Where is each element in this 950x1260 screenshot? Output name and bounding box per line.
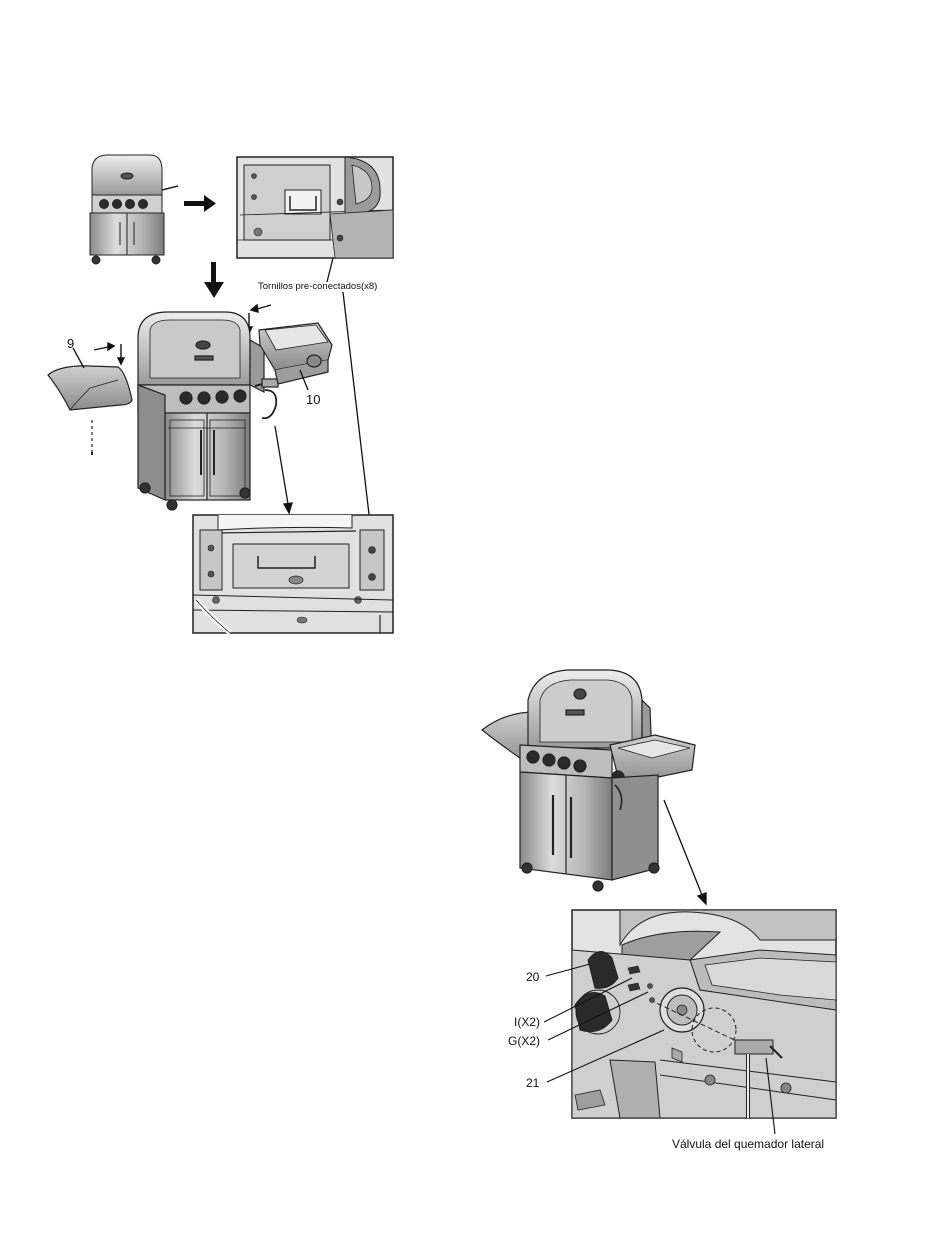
right-side-shelf (259, 323, 332, 384)
detail-top (237, 157, 393, 258)
part-21-label: 21 (526, 1076, 539, 1090)
detail-middle (193, 515, 393, 633)
part-g-label: G(X2) (508, 1034, 540, 1048)
assembled-leader (664, 800, 706, 904)
preconnected-screws-label: Tornillos pre-conectados(x8) (258, 281, 377, 292)
part-10-label: 10 (306, 392, 320, 407)
part-20-label: 20 (526, 970, 539, 984)
detail-bottom (572, 910, 836, 1118)
thumbnail-grill-body (90, 155, 178, 264)
part-9-label: 9 (67, 336, 74, 351)
assembled-grill (482, 670, 695, 891)
part-i-label: I(X2) (514, 1015, 540, 1029)
side-burner-valve-label: Válvula del quemador lateral (672, 1137, 824, 1151)
arrow-right-icon (184, 195, 216, 212)
arrow-down-icon (204, 262, 224, 298)
left-side-shelf (48, 366, 132, 455)
